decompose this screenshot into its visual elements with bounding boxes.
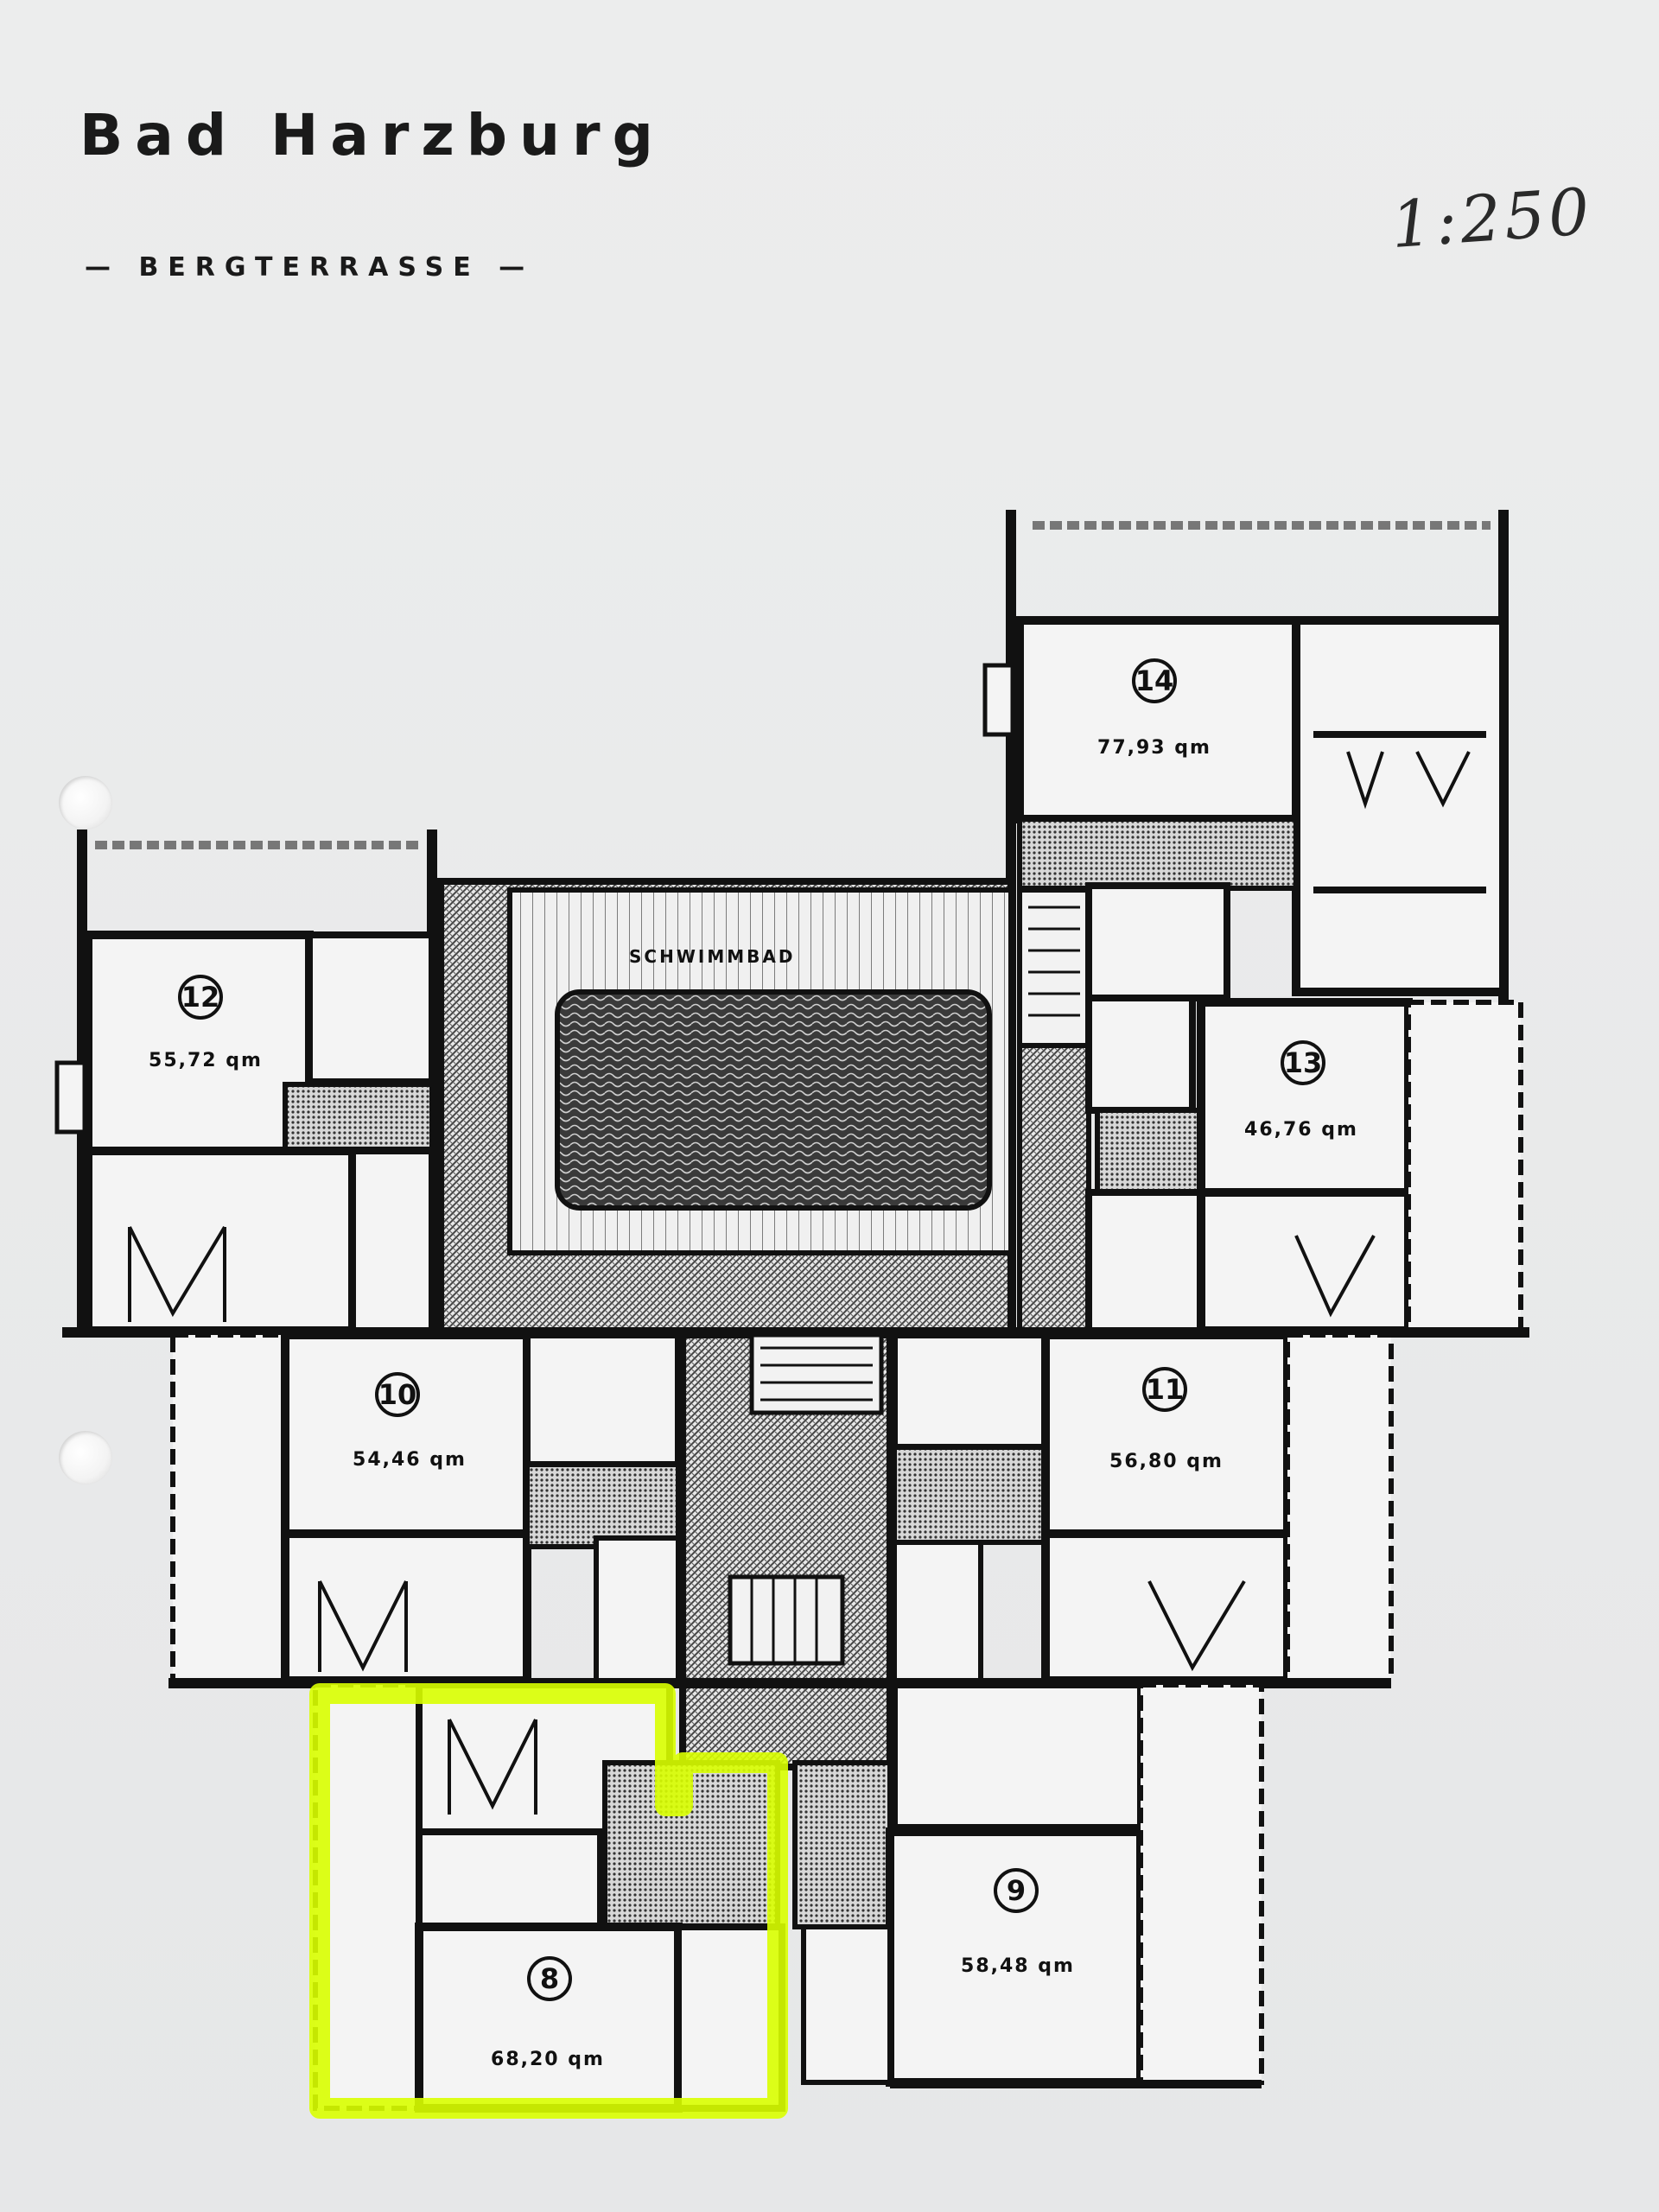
pool-label: SCHWIMMBAD	[629, 946, 795, 967]
unit-area: 68,20 qm	[491, 2049, 605, 2070]
unit-10-label: 10 54,46 qm	[353, 1372, 467, 1471]
stair-core-upper	[1017, 887, 1091, 1333]
unit-9-block	[801, 1681, 1264, 2088]
unit-number: 13	[1284, 1046, 1323, 1079]
unit-number: 11	[1146, 1373, 1185, 1406]
unit-area: 56,80 qm	[1109, 1451, 1224, 1472]
unit-number-circle-icon	[375, 1372, 420, 1417]
unit-12-block	[54, 931, 435, 1335]
unit-11-label: 11 56,80 qm	[1109, 1367, 1224, 1472]
unit-8-highlight	[309, 1683, 788, 2119]
punch-hole-icon	[59, 776, 112, 830]
document-title: Bad Harzburg	[79, 102, 665, 168]
unit-14-label: 14 77,93 qm	[1097, 658, 1211, 759]
punch-hole-icon	[59, 1431, 112, 1484]
unit-8-block	[313, 1681, 785, 2113]
stair-core-lower	[792, 1760, 893, 1929]
unit-number-circle-icon	[1132, 658, 1177, 703]
unit-area: 55,72 qm	[149, 1050, 263, 1071]
unit-number-circle-icon	[1142, 1367, 1187, 1412]
unit-9-label: 9 58,48 qm	[961, 1868, 1075, 1977]
unit-number: 9	[1007, 1874, 1026, 1907]
unit-area: 77,93 qm	[1097, 737, 1211, 759]
unit-number-circle-icon	[527, 1956, 572, 2001]
unit-area: 54,46 qm	[353, 1449, 467, 1471]
unit-number-circle-icon	[994, 1868, 1039, 1913]
unit-13-label: 13 46,76 qm	[1244, 1040, 1358, 1141]
central-stair-hall	[679, 1332, 893, 1770]
unit-8-label: 8 68,20 qm	[491, 1956, 605, 2070]
document-subtitle: — BERGTERRASSE —	[85, 252, 535, 283]
unit-number: 12	[181, 981, 220, 1014]
unit-12-label: 12 55,72 qm	[149, 975, 263, 1071]
unit-area: 46,76 qm	[1244, 1119, 1358, 1141]
unit-number: 10	[378, 1378, 417, 1411]
unit-area: 58,48 qm	[961, 1955, 1075, 1977]
unit-number-circle-icon	[178, 975, 223, 1020]
pool-hall: SCHWIMMBAD	[437, 878, 1014, 1334]
unit-11-block	[891, 1331, 1394, 1685]
unit-number: 14	[1135, 664, 1174, 697]
unit-14-block	[982, 616, 1508, 996]
unit-number-circle-icon	[1281, 1040, 1325, 1085]
unit-number: 8	[540, 1962, 559, 1995]
